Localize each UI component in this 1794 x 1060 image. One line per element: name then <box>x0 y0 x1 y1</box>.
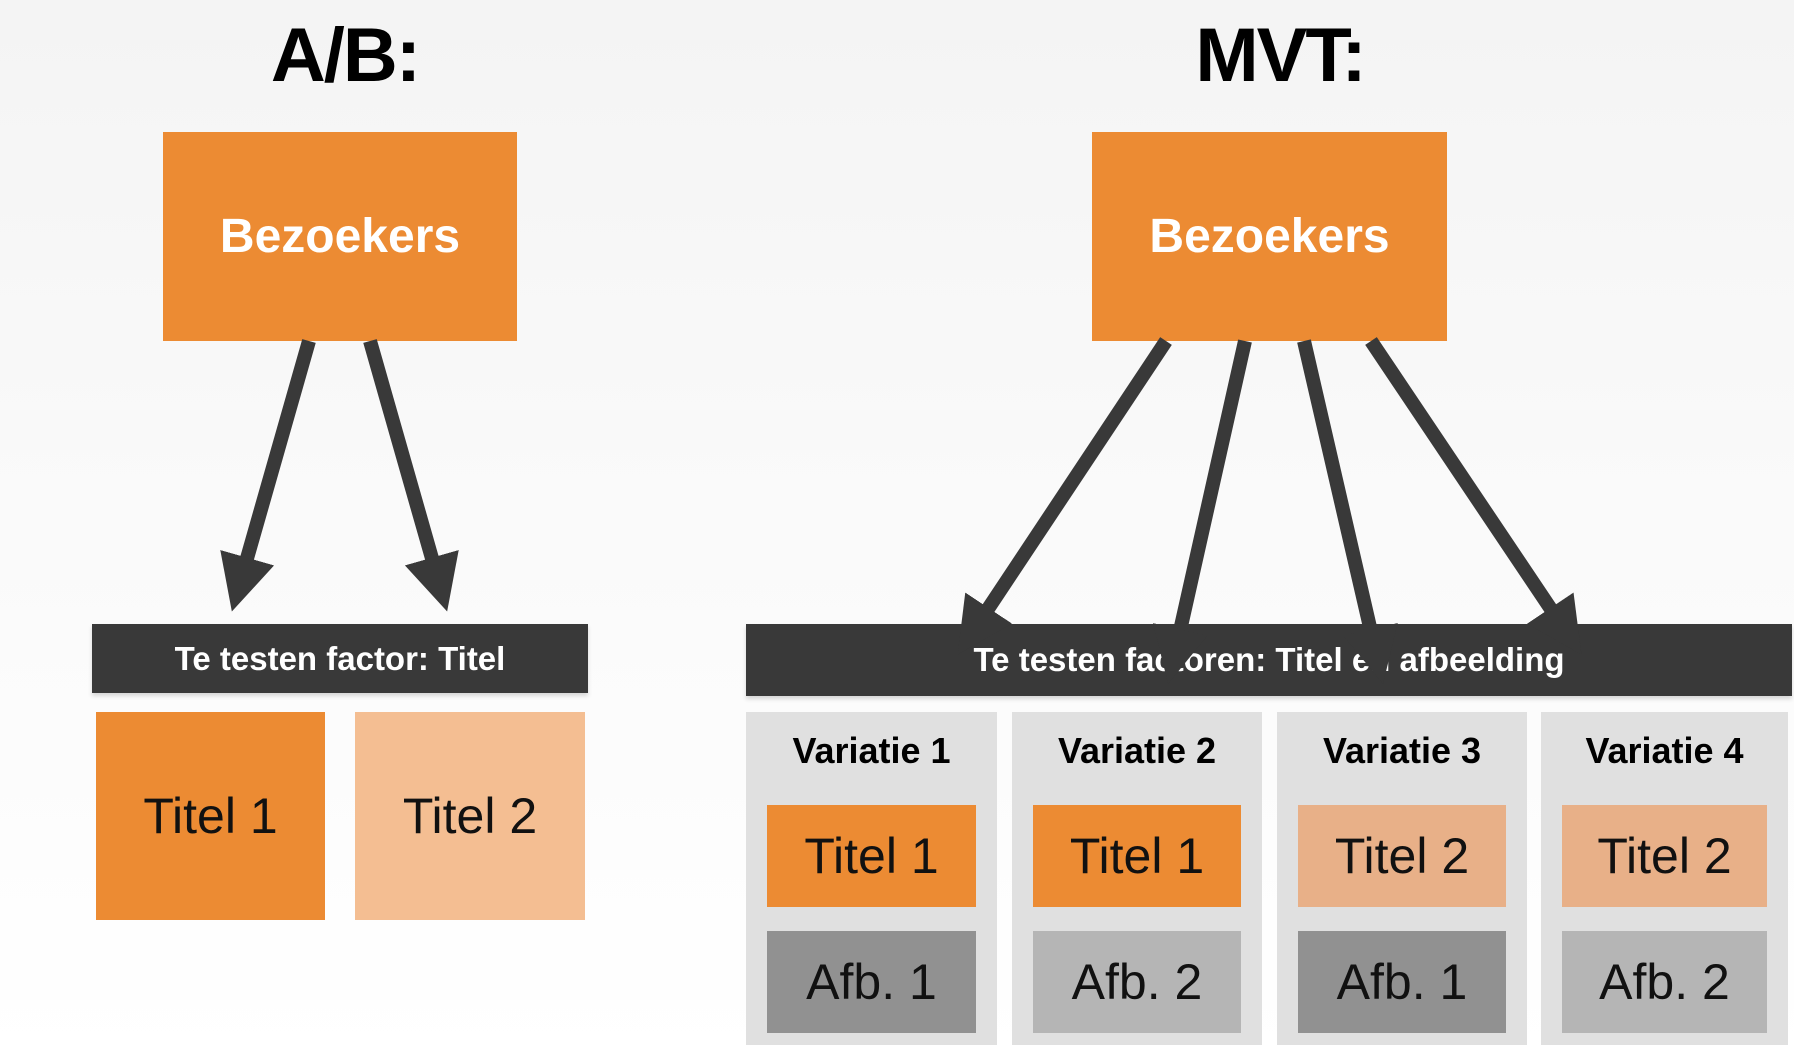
mvt-arrow-3 <box>1297 339 1398 684</box>
variation-label: Variatie 3 <box>1322 730 1482 771</box>
mvt-title: MVT: <box>1195 13 1366 98</box>
ab-arrow-left <box>220 339 316 612</box>
mvt-factor-bar: Te testen factoren: Titel en afbeelding <box>746 624 1792 696</box>
variation-label: Variatie 2 <box>1057 730 1217 771</box>
variation-image-cell: Afb. 1 <box>767 931 976 1033</box>
variation-image-cell: Afb. 2 <box>1033 931 1241 1033</box>
mvt-arrow-1 <box>957 337 1172 655</box>
ab-variant-titel-2: Titel 2 <box>355 712 585 920</box>
mvt-arrow-4 <box>1365 337 1582 655</box>
mvt-arrow-2 <box>1153 339 1252 684</box>
ab-visitors-box: Bezoekers <box>163 132 517 341</box>
variation-label: Variatie 1 <box>792 730 951 771</box>
variation-title-cell: Titel 1 <box>767 805 976 907</box>
ab-arrow-right <box>363 339 459 612</box>
variation-4: Variatie 4 Titel 2 Afb. 2 <box>1541 712 1788 1045</box>
variation-label: Variatie 4 <box>1585 730 1744 771</box>
variation-3: Variatie 3 Titel 2 Afb. 1 <box>1277 712 1527 1045</box>
mvt-visitors-box: Bezoekers <box>1092 132 1447 341</box>
variation-title-cell: Titel 2 <box>1298 805 1506 907</box>
variation-image-cell: Afb. 2 <box>1562 931 1767 1033</box>
variation-2: Variatie 2 Titel 1 Afb. 2 <box>1012 712 1262 1045</box>
ab-title: A/B: <box>270 13 421 98</box>
ab-variant-titel-1: Titel 1 <box>96 712 325 920</box>
ab-factor-bar: Te testen factor: Titel <box>92 624 588 693</box>
variation-title-cell: Titel 2 <box>1562 805 1767 907</box>
variation-image-cell: Afb. 1 <box>1298 931 1506 1033</box>
variation-1: Variatie 1 Titel 1 Afb. 1 <box>746 712 997 1045</box>
variation-title-cell: Titel 1 <box>1033 805 1241 907</box>
